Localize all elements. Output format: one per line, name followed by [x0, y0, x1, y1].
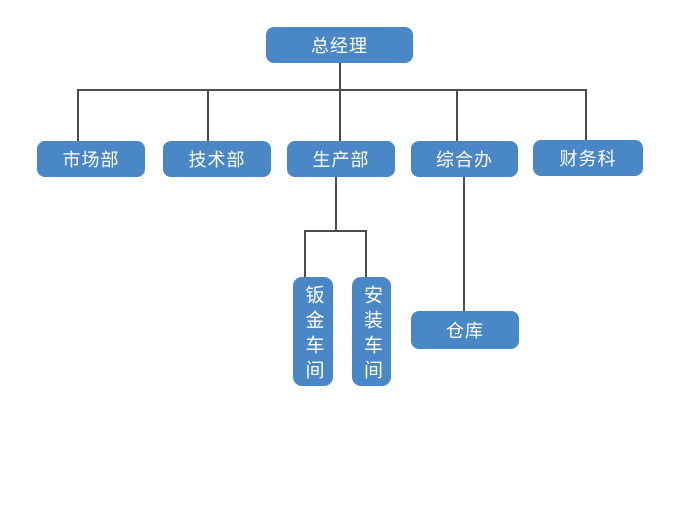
connector-drop-warehouse — [463, 177, 465, 311]
org-node-general-office: 综合办 — [411, 141, 518, 177]
connector-drop-installation — [365, 230, 367, 277]
connector-drop-marketing — [77, 89, 79, 141]
org-node-production-dept: 生产部 — [287, 141, 395, 177]
org-node-sheet-metal-workshop: 钣金车间 — [293, 277, 333, 386]
org-node-finance-section: 财务科 — [533, 140, 643, 176]
connector-drop-technology — [207, 89, 209, 141]
connector-root-trunk — [339, 63, 341, 141]
connector-drop-sheet-metal — [304, 230, 306, 277]
connector-drop-general-office — [456, 89, 458, 141]
org-node-warehouse: 仓库 — [411, 311, 519, 349]
connector-drop-finance — [585, 89, 587, 140]
org-node-general-manager: 总经理 — [266, 27, 413, 63]
connector-level2-bus — [77, 89, 587, 91]
connector-workshop-bus — [304, 230, 367, 232]
org-node-installation-workshop: 安装车间 — [352, 277, 391, 386]
org-node-technology-dept: 技术部 — [163, 141, 271, 177]
connector-production-trunk — [335, 177, 337, 232]
org-node-marketing-dept: 市场部 — [37, 141, 145, 177]
